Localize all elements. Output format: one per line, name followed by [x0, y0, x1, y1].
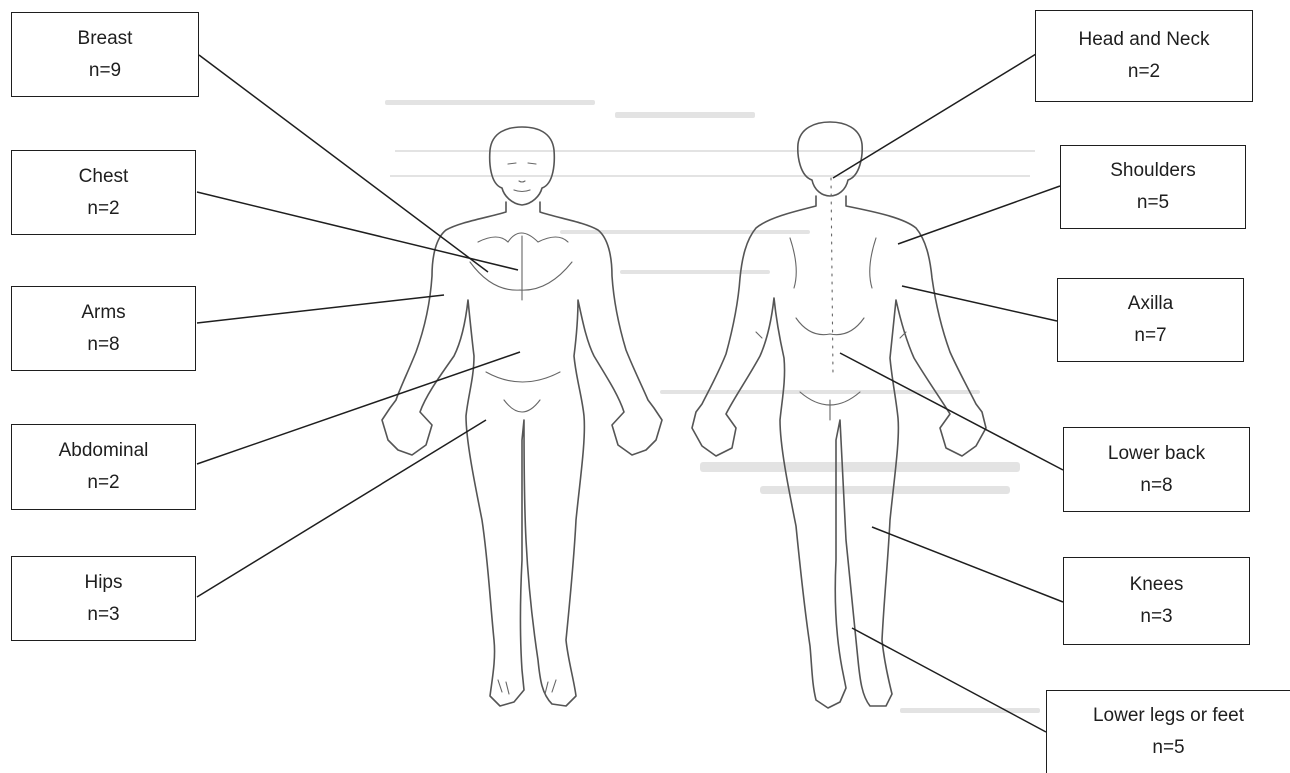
label-lower-legs: Lower legs or feet n=5: [1046, 690, 1290, 773]
label-head-neck-name: Head and Neck: [1079, 24, 1210, 56]
leader-knees: [872, 527, 1063, 602]
leader-arms: [197, 295, 444, 323]
leader-abdominal: [197, 352, 520, 464]
label-breast-name: Breast: [78, 23, 133, 55]
label-hips-count: n=3: [87, 599, 119, 631]
label-lower-legs-name: Lower legs or feet: [1093, 700, 1244, 732]
label-lower-back: Lower back n=8: [1063, 427, 1250, 512]
label-knees-count: n=3: [1140, 601, 1172, 633]
leader-chest: [197, 192, 518, 270]
label-axilla-count: n=7: [1134, 320, 1166, 352]
label-abdominal-count: n=2: [87, 467, 119, 499]
label-knees-name: Knees: [1130, 569, 1184, 601]
leader-shoulders: [898, 186, 1060, 244]
label-head-neck-count: n=2: [1128, 56, 1160, 88]
label-axilla-name: Axilla: [1128, 288, 1173, 320]
label-arms-count: n=8: [87, 329, 119, 361]
label-arms-name: Arms: [81, 297, 125, 329]
leader-lower-legs: [852, 628, 1046, 732]
label-shoulders: Shoulders n=5: [1060, 145, 1246, 229]
back-body-figure: [692, 122, 986, 708]
label-hips: Hips n=3: [11, 556, 196, 641]
front-body-figure: [382, 127, 662, 706]
label-chest: Chest n=2: [11, 150, 196, 235]
front-head: [490, 127, 555, 205]
label-axilla: Axilla n=7: [1057, 278, 1244, 362]
back-head: [798, 122, 862, 196]
label-abdominal-name: Abdominal: [59, 435, 149, 467]
label-shoulders-name: Shoulders: [1110, 155, 1196, 187]
leader-breast: [199, 55, 488, 272]
label-head-neck: Head and Neck n=2: [1035, 10, 1253, 102]
label-chest-name: Chest: [79, 161, 129, 193]
label-hips-name: Hips: [84, 567, 122, 599]
label-chest-count: n=2: [87, 193, 119, 225]
label-lower-legs-count: n=5: [1152, 732, 1184, 764]
label-breast-count: n=9: [89, 55, 121, 87]
label-knees: Knees n=3: [1063, 557, 1250, 645]
label-arms: Arms n=8: [11, 286, 196, 371]
leader-lower-back: [840, 353, 1063, 470]
label-shoulders-count: n=5: [1137, 187, 1169, 219]
label-abdominal: Abdominal n=2: [11, 424, 196, 510]
label-breast: Breast n=9: [11, 12, 199, 97]
leader-hips: [197, 420, 486, 597]
label-lower-back-count: n=8: [1140, 470, 1172, 502]
leader-head-neck: [833, 54, 1036, 178]
leader-axilla: [902, 286, 1057, 321]
label-lower-back-name: Lower back: [1108, 438, 1205, 470]
